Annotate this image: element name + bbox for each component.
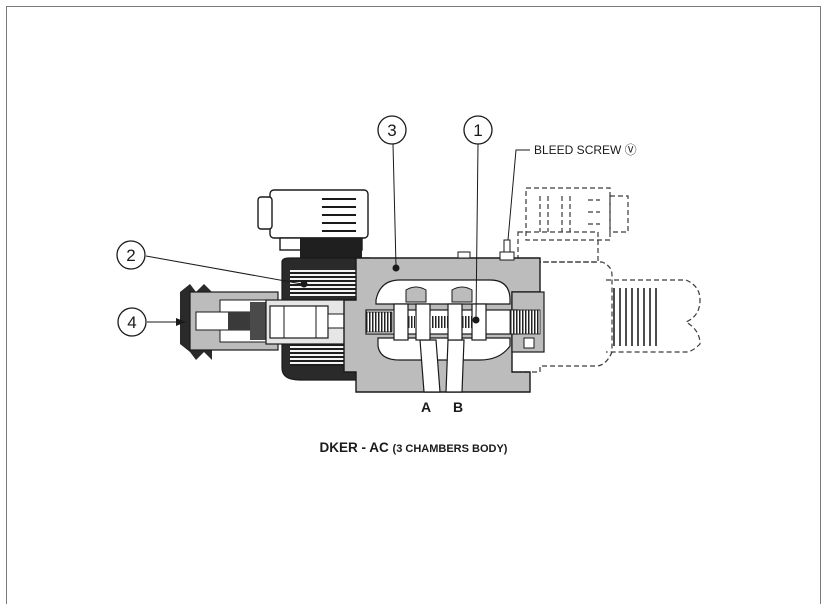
diagram-caption: DKER - AC (3 CHAMBERS BODY): [0, 440, 827, 455]
plunger: [269, 305, 329, 339]
spring-right: [509, 309, 541, 335]
svg-text:4: 4: [127, 313, 136, 332]
leader-3: [392, 143, 397, 267]
end-cap-plug: [523, 337, 535, 349]
svg-text:1: 1: [473, 121, 482, 140]
leader-1: [475, 143, 479, 319]
leader-bleed: [507, 149, 530, 241]
port-b-label: B: [453, 399, 463, 415]
coil-winding-top: [290, 270, 356, 296]
leader-2: [145, 255, 303, 285]
ghost-coil-lines: [613, 288, 657, 346]
callout-2: 2: [116, 240, 146, 270]
port-a-label: A: [421, 399, 431, 415]
callout-1: 1: [463, 115, 493, 145]
callout-4: 4: [117, 307, 147, 337]
port-b-channel: [445, 339, 465, 393]
callout-3: 3: [377, 115, 407, 145]
port-a-channel: [419, 339, 441, 393]
bleed-screw-head: [499, 251, 515, 261]
ghost-solenoid: [517, 187, 701, 373]
spring-left: [365, 311, 393, 333]
gallery-bottom: [377, 337, 511, 361]
caption-sub: (3 CHAMBERS BODY): [392, 443, 508, 455]
gallery-top: [375, 279, 511, 305]
drawing-frame: [6, 6, 821, 604]
svg-text:2: 2: [126, 246, 135, 265]
svg-text:3: 3: [387, 121, 396, 140]
connector-vent-lines: [322, 198, 356, 232]
bleed-screw-label: BLEED SCREW Ⓥ: [534, 143, 637, 157]
manual-override: [180, 284, 279, 360]
caption-main: DKER - AC: [319, 440, 389, 455]
